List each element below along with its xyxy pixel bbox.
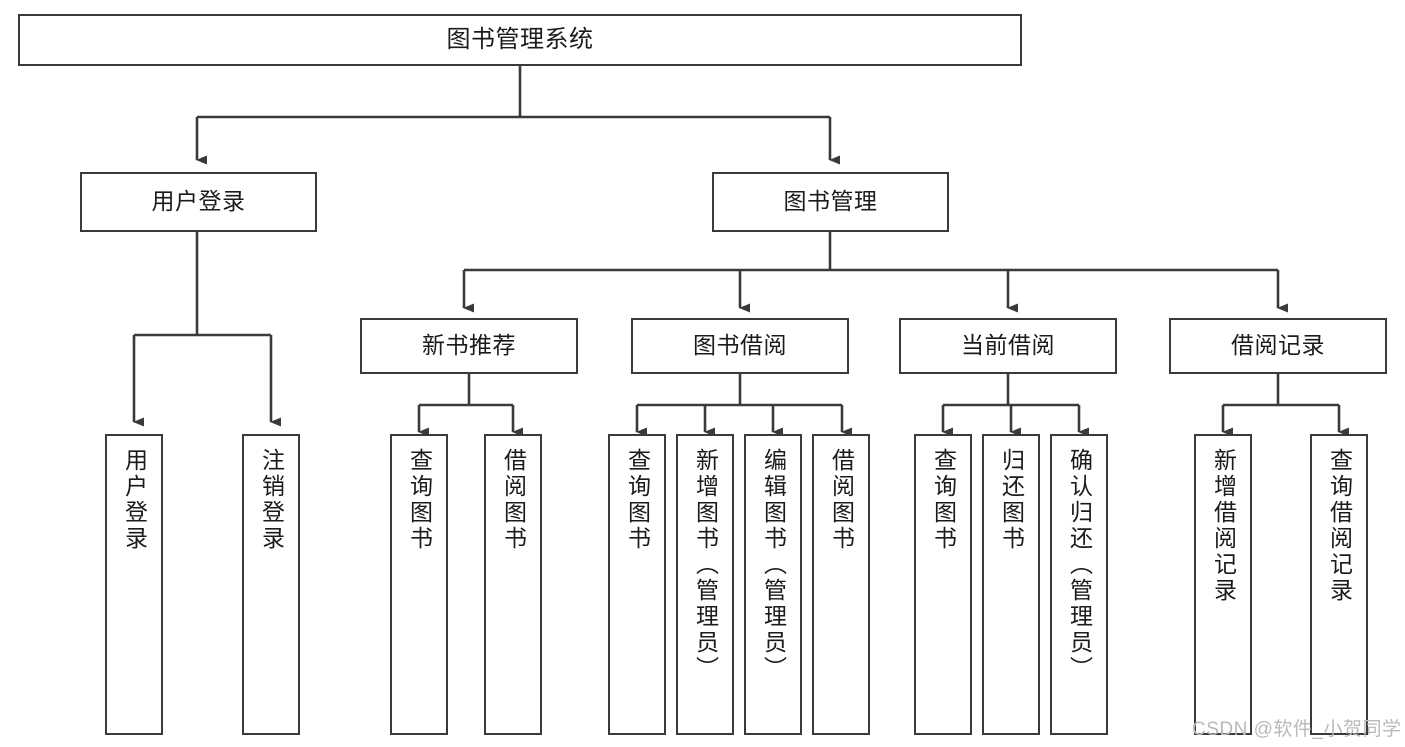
node-book-borrow[interactable]: 图书借阅 (631, 318, 849, 374)
node-label: 归还图书 (998, 448, 1025, 552)
leaf-borrow-query-book[interactable]: 查询图书 (608, 434, 666, 735)
leaf-new-book-query[interactable]: 查询图书 (390, 434, 448, 735)
node-label: 借阅图书 (500, 448, 527, 552)
leaf-new-book-borrow[interactable]: 借阅图书 (484, 434, 542, 735)
node-label: 新增图书（管理员） (692, 448, 719, 682)
node-label: 用户登录 (121, 448, 148, 552)
node-borrow-records[interactable]: 借阅记录 (1169, 318, 1387, 374)
leaf-user-login-logout[interactable]: 注销登录 (242, 434, 300, 735)
node-label: 新增借阅记录 (1210, 448, 1237, 604)
leaf-borrow-add-book-admin[interactable]: 新增图书（管理员） (676, 434, 734, 735)
node-label: 新书推荐 (422, 332, 516, 359)
node-label: 图书管理 (783, 188, 878, 215)
node-label: 当前借阅 (961, 332, 1055, 359)
node-new-book-recommend[interactable]: 新书推荐 (360, 318, 578, 374)
leaf-current-confirm-return-admin[interactable]: 确认归还（管理员） (1050, 434, 1108, 735)
leaf-user-login-login[interactable]: 用户登录 (105, 434, 163, 735)
leaf-records-query-record[interactable]: 查询借阅记录 (1310, 434, 1368, 735)
node-current-borrow[interactable]: 当前借阅 (899, 318, 1117, 374)
node-label: 查询借阅记录 (1326, 448, 1353, 604)
node-label: 用户登录 (151, 188, 246, 215)
node-label: 图书借阅 (693, 332, 787, 359)
node-label: 确认归还（管理员） (1066, 448, 1093, 682)
node-label: 编辑图书（管理员） (760, 448, 787, 682)
node-label: 查询图书 (624, 448, 651, 552)
leaf-current-return-book[interactable]: 归还图书 (982, 434, 1040, 735)
leaf-borrow-borrow-book[interactable]: 借阅图书 (812, 434, 870, 735)
csdn-watermark: CSDN @软件_小贺同学 (1192, 719, 1402, 740)
node-label: 查询图书 (406, 448, 433, 552)
node-label: 借阅记录 (1231, 332, 1325, 359)
node-label: 图书管理系统 (446, 25, 594, 53)
leaf-borrow-edit-book-admin[interactable]: 编辑图书（管理员） (744, 434, 802, 735)
node-root-system[interactable]: 图书管理系统 (18, 14, 1022, 66)
node-book-management[interactable]: 图书管理 (712, 172, 949, 232)
node-user-login[interactable]: 用户登录 (80, 172, 317, 232)
leaf-current-query-book[interactable]: 查询图书 (914, 434, 972, 735)
node-label: 借阅图书 (828, 448, 855, 552)
leaf-records-add-record[interactable]: 新增借阅记录 (1194, 434, 1252, 735)
node-label: 注销登录 (258, 448, 285, 552)
node-label: 查询图书 (930, 448, 957, 552)
